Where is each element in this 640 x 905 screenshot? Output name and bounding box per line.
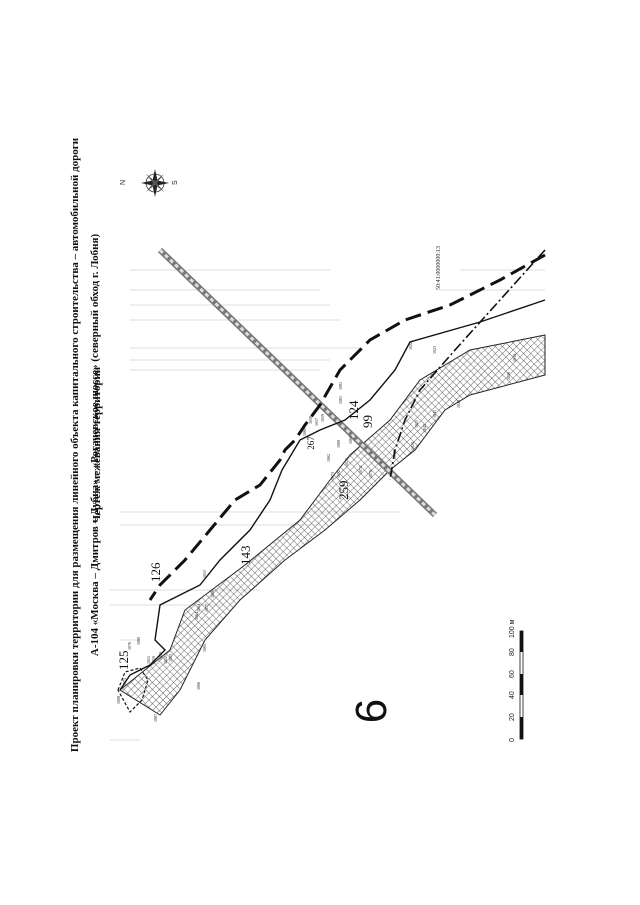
scale-tick-label: 20 bbox=[509, 713, 516, 721]
point-label: 1049 bbox=[158, 652, 163, 660]
point-label: 1056 bbox=[210, 590, 215, 598]
point-label: 1040 bbox=[456, 400, 461, 408]
point-label: 1041 bbox=[432, 410, 437, 418]
point-label: 1050 bbox=[151, 656, 156, 664]
point-label: 1072 bbox=[336, 470, 341, 478]
point-labels: 1075 1076 1068 1080 1051 1050 1049 1052 … bbox=[116, 342, 517, 722]
point-label: 1052 bbox=[163, 656, 168, 664]
point-label: 1063 bbox=[348, 436, 353, 444]
point-label: 1058 bbox=[308, 416, 313, 424]
zone-labels: 125 126 143 124 99 259 bbox=[116, 400, 375, 670]
point-label: 1075 bbox=[122, 678, 127, 686]
compass-rose-icon: N S bbox=[120, 169, 179, 197]
point-label: 1038 bbox=[506, 372, 511, 380]
point-label: 1042 bbox=[422, 424, 427, 432]
scale-tick-label: 60 bbox=[509, 670, 516, 678]
point-label: 1080 bbox=[136, 637, 141, 645]
heavy-dashed-boundary bbox=[148, 253, 546, 601]
point-label: 1071 bbox=[344, 458, 349, 466]
compass-n-label: N bbox=[120, 180, 127, 185]
point-label: 1069 bbox=[336, 440, 341, 448]
scale-tick-label: 80 bbox=[509, 648, 516, 656]
zone-label: 143 bbox=[238, 546, 253, 566]
point-label: 1019 bbox=[392, 450, 397, 458]
point-label: 1062 bbox=[326, 454, 331, 462]
point-label: 1023 bbox=[432, 346, 437, 354]
scale-tick-label: 40 bbox=[509, 691, 516, 699]
point-label: 1077 bbox=[204, 604, 209, 612]
point-label: 1074 bbox=[358, 466, 363, 474]
point-label: 1070 bbox=[368, 470, 373, 478]
scale-tick-label: 100 м bbox=[509, 619, 516, 638]
point-label: 1021 bbox=[414, 420, 419, 428]
road-corridor bbox=[119, 334, 546, 716]
scale-bar: 0 20 40 60 80 100 м bbox=[509, 619, 524, 742]
cadastral-number: 50:41:0000000:13 bbox=[436, 246, 442, 290]
point-label: 1061 bbox=[338, 396, 343, 404]
scale-tick-label: 0 bbox=[509, 738, 516, 742]
point-label: 1068 bbox=[116, 696, 121, 704]
point-label: 1073 bbox=[330, 472, 335, 480]
point-label: 1067 bbox=[153, 714, 158, 722]
zone-label: 99 bbox=[360, 415, 375, 428]
point-label: 1054 bbox=[196, 604, 201, 612]
parcel-125-outline bbox=[117, 667, 149, 713]
zone-label: 126 bbox=[148, 562, 163, 582]
dash-dot-boundary bbox=[389, 249, 546, 481]
point-label: 1081 bbox=[338, 382, 343, 390]
point-label: 1020 bbox=[410, 442, 415, 450]
point-label: 1051 bbox=[146, 656, 151, 664]
compass-s-label: S bbox=[172, 180, 179, 185]
railway-strip bbox=[157, 247, 438, 518]
point-label: 1060 bbox=[302, 428, 307, 436]
background-parcel-lines bbox=[110, 269, 545, 741]
point-label: 1064 bbox=[194, 612, 199, 620]
point-label: 1066 bbox=[196, 682, 201, 690]
zone-label: 125 bbox=[116, 651, 131, 671]
zone-label: 259 bbox=[336, 481, 351, 501]
solid-boundary bbox=[119, 299, 546, 691]
zone-label: 124 bbox=[346, 400, 361, 420]
point-label: 1059 bbox=[320, 414, 325, 422]
point-label: 1055 bbox=[202, 570, 207, 578]
point-label: 1053 bbox=[168, 654, 173, 662]
point-label: 1076 bbox=[127, 642, 132, 650]
point-label: 1039 bbox=[512, 354, 517, 362]
point-label: 1022 bbox=[408, 342, 413, 350]
point-label: 1065 bbox=[202, 644, 207, 652]
point-label: 1057 bbox=[314, 418, 319, 426]
